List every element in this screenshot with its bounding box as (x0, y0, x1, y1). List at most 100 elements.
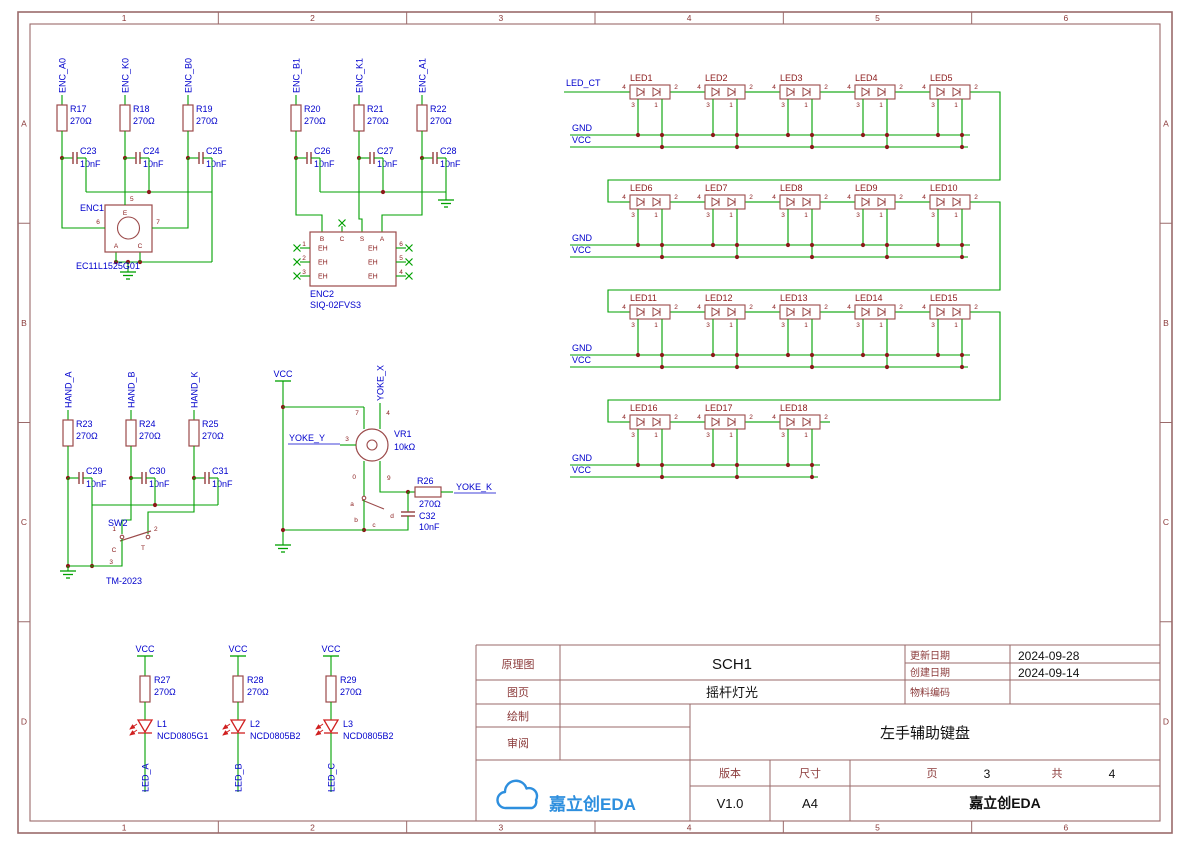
vcc-net-label[interactable]: VCC (572, 465, 592, 475)
led-symbol[interactable] (704, 194, 746, 210)
component-part[interactable]: NCD0805B2 (250, 731, 301, 741)
led-symbol[interactable] (929, 304, 971, 320)
led-ref[interactable]: LED13 (780, 293, 808, 303)
resistor-ref[interactable]: R27 (154, 675, 171, 685)
component-part[interactable]: TM-2023 (106, 576, 142, 586)
resistor-symbol[interactable] (325, 675, 337, 703)
resistor-ref[interactable]: R24 (139, 419, 156, 429)
project-title[interactable]: 左手辅助键盘 (880, 724, 970, 742)
capacitor-ref[interactable]: C25 (206, 146, 223, 156)
capacitor-ref[interactable]: C24 (143, 146, 160, 156)
led-ref[interactable]: LED16 (630, 403, 658, 413)
led-ref[interactable]: LED11 (630, 293, 657, 303)
led-ref[interactable]: LED7 (705, 183, 728, 193)
resistor-symbol[interactable] (182, 104, 194, 132)
led-symbol[interactable] (629, 84, 671, 100)
resistor-ref[interactable]: R26 (417, 476, 434, 486)
resistor-value[interactable]: 270Ω (202, 431, 224, 441)
capacitor-ref[interactable]: C26 (314, 146, 331, 156)
capacitor-ref[interactable]: C27 (377, 146, 394, 156)
led-ref[interactable]: LED6 (630, 183, 653, 193)
capacitor-value[interactable]: 10nF (143, 159, 164, 169)
capacitor-ref[interactable]: C23 (80, 146, 97, 156)
net-label[interactable]: YOKE_K (456, 482, 492, 492)
led-ref[interactable]: LED3 (780, 73, 803, 83)
vcc-flag-label[interactable]: VCC (228, 644, 248, 654)
resistor-symbol[interactable] (125, 419, 137, 447)
component-ref[interactable]: VR1 (394, 429, 412, 439)
sheet-title[interactable]: 摇杆灯光 (706, 685, 758, 700)
encoder-symbol[interactable] (104, 204, 153, 253)
resistor-symbol[interactable] (188, 419, 200, 447)
capacitor-value[interactable]: 10nF (86, 479, 107, 489)
led-symbol[interactable] (704, 304, 746, 320)
indicator-led-symbol[interactable] (136, 719, 154, 734)
led-symbol[interactable] (629, 414, 671, 430)
led-symbol[interactable] (854, 84, 896, 100)
vcc-net-label[interactable]: VCC (572, 135, 592, 145)
resistor-symbol[interactable] (414, 486, 442, 498)
led-symbol[interactable] (854, 304, 896, 320)
net-label[interactable]: ENC_A0 (58, 58, 68, 93)
resistor-symbol[interactable] (56, 104, 68, 132)
net-label-led-ct[interactable]: LED_CT (566, 78, 601, 88)
gnd-net-label[interactable]: GND (572, 233, 593, 243)
led-symbol[interactable] (929, 194, 971, 210)
potentiometer-symbol[interactable] (355, 428, 389, 462)
capacitor-ref[interactable]: C32 (419, 511, 436, 521)
resistor-symbol[interactable] (290, 104, 302, 132)
vcc-flag-label[interactable]: VCC (321, 644, 341, 654)
vcc-flag-label[interactable]: VCC (273, 369, 293, 379)
net-label[interactable]: ENC_A1 (418, 58, 428, 93)
gnd-net-label[interactable]: GND (572, 453, 593, 463)
resistor-symbol[interactable] (232, 675, 244, 703)
led-ref[interactable]: LED1 (630, 73, 653, 83)
net-label[interactable]: LED_C (327, 762, 337, 792)
net-label[interactable]: HAND_A (64, 371, 74, 408)
led-symbol[interactable] (854, 194, 896, 210)
resistor-ref[interactable]: R28 (247, 675, 264, 685)
encoder-symbol[interactable] (309, 231, 397, 287)
indicator-led-symbol[interactable] (322, 719, 340, 734)
total-pages[interactable]: 4 (1109, 767, 1116, 781)
led-ref[interactable]: LED14 (855, 293, 883, 303)
net-label[interactable]: LED_B (234, 763, 244, 792)
resistor-ref[interactable]: R29 (340, 675, 357, 685)
gnd-net-label[interactable]: GND (572, 123, 593, 133)
resistor-value[interactable]: 270Ω (247, 687, 269, 697)
vcc-net-label[interactable]: VCC (572, 355, 592, 365)
component-part[interactable]: EC11L1525G01 (76, 261, 140, 271)
resistor-ref[interactable]: R18 (133, 104, 150, 114)
component-ref[interactable]: L2 (250, 719, 260, 729)
capacitor-value[interactable]: 10nF (212, 479, 233, 489)
resistor-symbol[interactable] (139, 675, 151, 703)
led-ref[interactable]: LED18 (780, 403, 808, 413)
net-label[interactable]: YOKE_X (376, 365, 386, 401)
led-ref[interactable]: LED17 (705, 403, 733, 413)
resistor-value[interactable]: 270Ω (340, 687, 362, 697)
resistor-value[interactable]: 270Ω (430, 116, 452, 126)
led-symbol[interactable] (779, 194, 821, 210)
led-ref[interactable]: LED15 (930, 293, 958, 303)
component-value[interactable]: 10kΩ (394, 442, 416, 452)
led-symbol[interactable] (779, 84, 821, 100)
net-label[interactable]: LED_A (141, 763, 151, 792)
capacitor-value[interactable]: 10nF (440, 159, 461, 169)
capacitor-ref[interactable]: C28 (440, 146, 457, 156)
gnd-net-label[interactable]: GND (572, 343, 593, 353)
resistor-symbol[interactable] (353, 104, 365, 132)
resistor-value[interactable]: 270Ω (419, 499, 441, 509)
resistor-ref[interactable]: R19 (196, 104, 213, 114)
resistor-value[interactable]: 270Ω (133, 116, 155, 126)
resistor-symbol[interactable] (62, 419, 74, 447)
component-ref[interactable]: SW2 (108, 518, 128, 528)
led-symbol[interactable] (629, 194, 671, 210)
resistor-ref[interactable]: R23 (76, 419, 93, 429)
version-value[interactable]: V1.0 (717, 796, 744, 811)
led-symbol[interactable] (629, 304, 671, 320)
resistor-ref[interactable]: R20 (304, 104, 321, 114)
capacitor-value[interactable]: 10nF (206, 159, 227, 169)
size-value[interactable]: A4 (802, 796, 818, 811)
net-label[interactable]: YOKE_Y (289, 433, 325, 443)
